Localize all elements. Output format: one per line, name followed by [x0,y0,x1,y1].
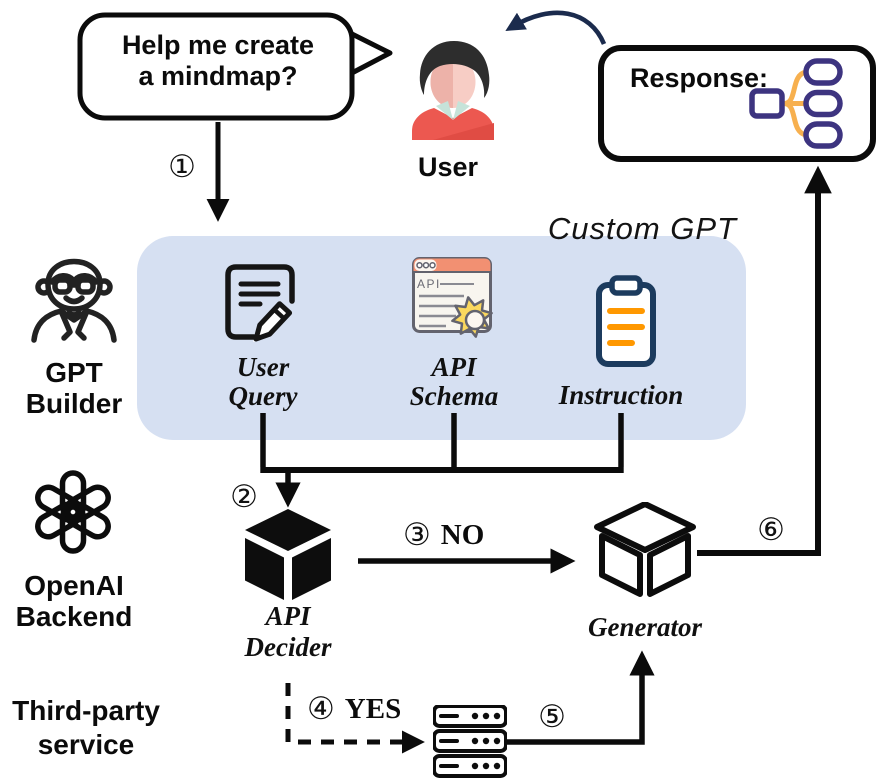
third-party-line2: service [37,729,135,760]
yes-label: YES [344,692,402,725]
openai-line2: Backend [15,601,133,632]
api-decider-line1: API [265,601,311,631]
step5-arrow [506,650,655,745]
step2-badge: ② [230,479,258,515]
gpt-builder-label: GPT Builder [2,357,146,419]
user-query-line2: Query [228,381,298,411]
server-stack-icon [433,705,507,778]
generator-label: Generator [588,612,702,642]
api-schema-label: API Schema [384,353,524,411]
speech-bubble [77,12,393,121]
no-label: NO [440,518,485,551]
user-query-line1: User [236,352,290,382]
clipboard-icon [596,275,656,367]
user-query-label: User Query [193,353,333,411]
api-window-icon: API [412,257,493,338]
custom-gpt-title: Custom GPT [547,211,737,246]
step3-badge: ③ [403,517,431,553]
step4-yes-label: ④ YES [307,691,401,727]
user-label: User [417,152,479,182]
generator-cube-icon [594,502,696,597]
api-decider-cube-icon [245,509,331,600]
openai-logo-icon [35,470,111,554]
user-avatar-icon [412,41,494,140]
step1-badge: ① [168,149,196,185]
step4-badge: ④ [307,691,335,727]
step6-badge: ⑥ [757,512,785,548]
mindmap-icon [749,58,843,149]
api-decider-label: API Decider [213,601,363,663]
speech-line-1: Help me create [121,30,315,60]
api-decider-line2: Decider [244,632,332,662]
response-box: Response: [598,45,876,162]
instruction-label: Instruction [558,380,684,410]
gpt-builder-icon [31,258,117,343]
step3-no-label: ③ NO [403,517,484,553]
document-pencil-icon [225,264,295,343]
gpt-builder-line1: GPT [45,357,103,388]
speech-bubble-text: Help me create a mindmap? [96,30,340,92]
api-window-text: API [417,277,441,291]
step4-yes-dashed-arrow [285,683,425,754]
api-schema-line2: Schema [409,381,499,411]
step6-arrow [697,165,832,556]
api-schema-line1: API [431,352,477,382]
third-party-line1: Third-party [12,695,160,726]
openai-backend-label: OpenAI Backend [2,570,146,632]
openai-line1: OpenAI [24,570,124,601]
gpt-builder-line2: Builder [25,388,123,419]
speech-line-2: a mindmap? [138,61,298,91]
curved-return-arrow-icon [505,10,607,45]
third-party-label: Third-party service [0,694,172,762]
response-title: Response: [630,63,769,93]
step5-badge: ⑤ [538,699,566,735]
